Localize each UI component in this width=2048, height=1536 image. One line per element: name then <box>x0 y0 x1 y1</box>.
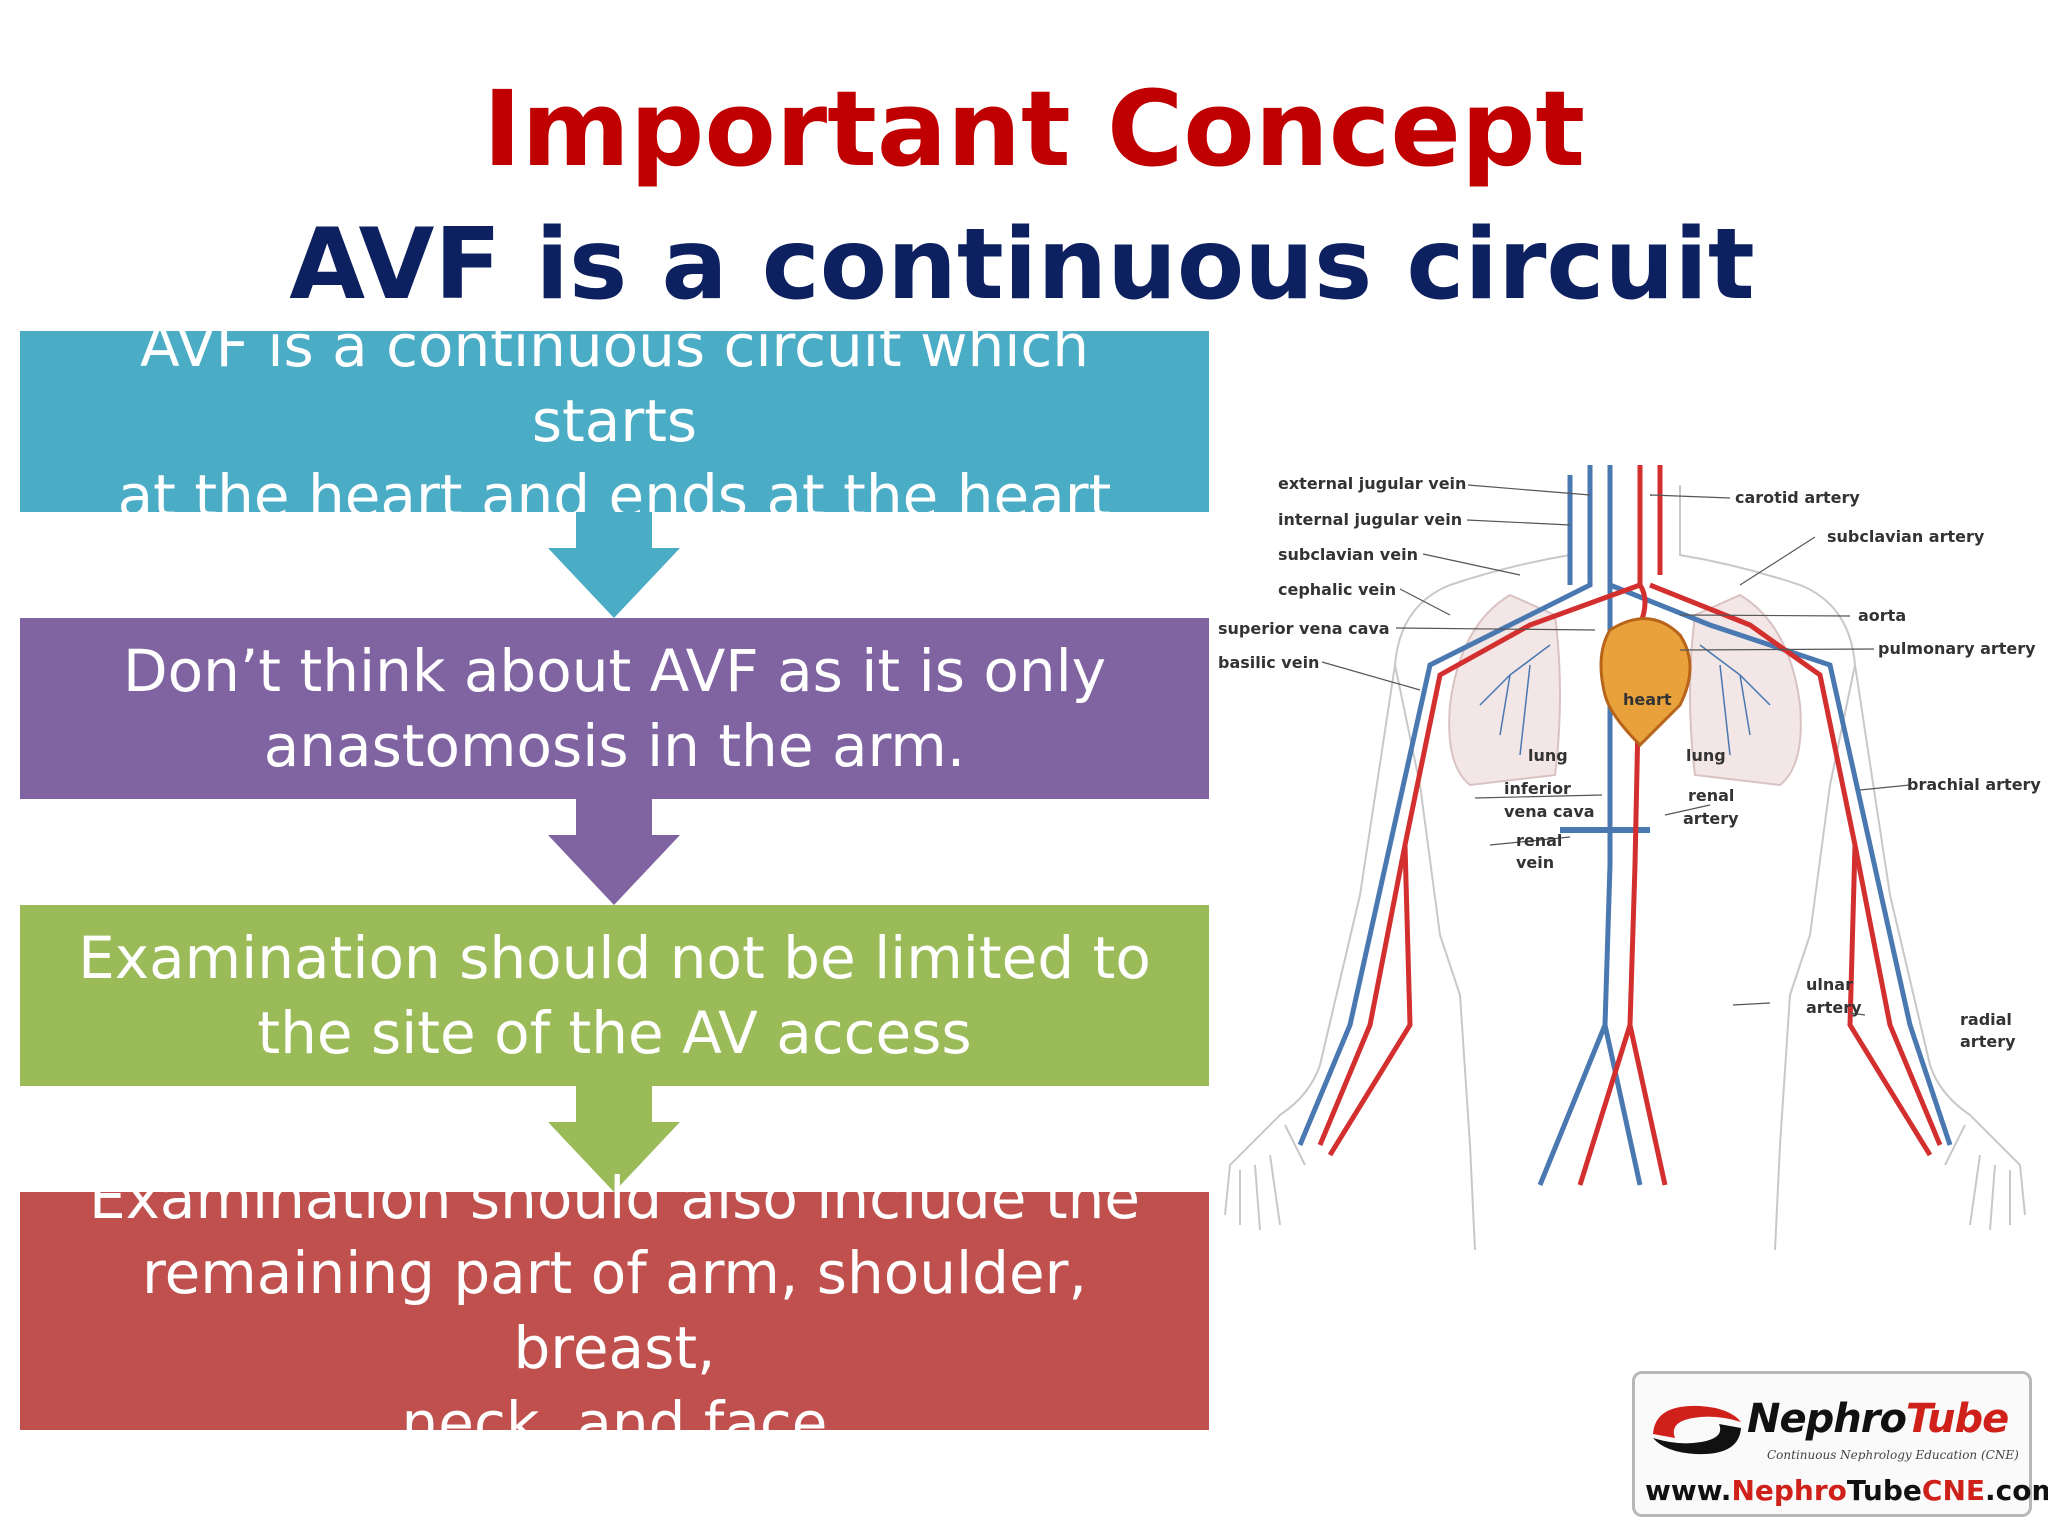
label-renal-artery-2: artery <box>1683 809 1739 828</box>
concept-box-3: Examination should not be limited to the… <box>20 905 1209 1086</box>
label-pulmonary-artery: pulmonary artery <box>1878 639 2036 658</box>
nephrotube-logo: NephroTube Continuous Nephrology Educati… <box>1632 1371 2048 1517</box>
logo-url-nephro: Nephro <box>1731 1474 1847 1507</box>
logo-url-suffix: .com <box>1985 1474 2048 1507</box>
slide-subtitle: AVF is a continuous circuit <box>289 208 1755 322</box>
label-lung-left: lung <box>1528 746 1568 765</box>
label-ulnar-artery-1: ulnar <box>1806 975 1853 994</box>
logo-tagline: Continuous Nephrology Education (CNE) <box>1767 1448 2019 1462</box>
label-basilic-vein: basilic vein <box>1218 653 1319 672</box>
concept-box-2-line-1: Don’t think about AVF as it is only <box>122 636 1107 705</box>
label-internal-jugular-vein: internal jugular vein <box>1278 510 1462 529</box>
label-ulnar-artery-2: artery <box>1806 998 1862 1017</box>
concept-box-1: AVF is a continuous circuit which starts… <box>20 312 1209 530</box>
label-radial-artery-2: artery <box>1960 1032 2016 1051</box>
body-outline <box>1224 485 2026 1250</box>
circulatory-system-diagram: heart external jugular vein internal jug… <box>1218 465 2041 1250</box>
logo-url-tube: Tube <box>1846 1474 1922 1507</box>
label-subclavian-vein: subclavian vein <box>1278 545 1418 564</box>
label-brachial-artery: brachial artery <box>1907 775 2041 794</box>
label-aorta: aorta <box>1858 606 1906 625</box>
concept-box-1-line-1: AVF is a continuous circuit which starts <box>139 312 1090 455</box>
concept-box-4-line-3: neck, and face <box>401 1389 828 1457</box>
down-arrow-2 <box>548 799 680 905</box>
label-renal-vein-1: renal <box>1516 831 1562 850</box>
down-arrow-1 <box>548 512 680 618</box>
label-radial-artery-1: radial <box>1960 1010 2012 1029</box>
heart: heart <box>1599 617 1692 748</box>
logo-brand-main: Nephro <box>1747 1396 1907 1442</box>
down-arrow-3 <box>548 1086 680 1192</box>
logo-url: www.NephroTubeCNE.com <box>1645 1474 2048 1507</box>
logo-url-cne: CNE <box>1921 1474 1986 1507</box>
slide-title: Important Concept <box>482 68 1586 190</box>
logo-brand-accent: Tube <box>1905 1396 2009 1442</box>
label-external-jugular-vein: external jugular vein <box>1278 474 1466 493</box>
label-superior-vena-cava: superior vena cava <box>1218 619 1390 638</box>
label-inferior-vena-cava-1: inferior <box>1504 779 1571 798</box>
arteries <box>1317 465 1943 1186</box>
label-lung-right: lung <box>1686 746 1726 765</box>
logo-url-prefix: www. <box>1645 1474 1732 1507</box>
label-heart: heart <box>1623 690 1672 709</box>
concept-box-3-line-1: Examination should not be limited to <box>78 923 1151 992</box>
concept-box-4-line-2: remaining part of arm, shoulder, breast, <box>142 1239 1087 1382</box>
concept-box-2: Don’t think about AVF as it is only anas… <box>20 618 1209 799</box>
label-renal-vein-2: vein <box>1516 853 1554 872</box>
concept-box-4: Examination should also include the rema… <box>20 1164 1209 1457</box>
label-renal-artery-1: renal <box>1688 786 1734 805</box>
nephrotube-swirl-icon <box>1653 1405 1741 1455</box>
label-carotid-artery: carotid artery <box>1735 488 1860 507</box>
label-inferior-vena-cava-2: vena cava <box>1504 802 1595 821</box>
concept-box-4-line-1: Examination should also include the <box>88 1164 1141 1232</box>
concept-box-3-line-2: the site of the AV access <box>257 998 972 1067</box>
label-subclavian-artery: subclavian artery <box>1827 527 1985 546</box>
concept-box-2-line-2: anastomosis in the arm. <box>263 711 966 780</box>
logo-brand: NephroTube <box>1747 1396 2009 1442</box>
label-cephalic-vein: cephalic vein <box>1278 580 1396 599</box>
